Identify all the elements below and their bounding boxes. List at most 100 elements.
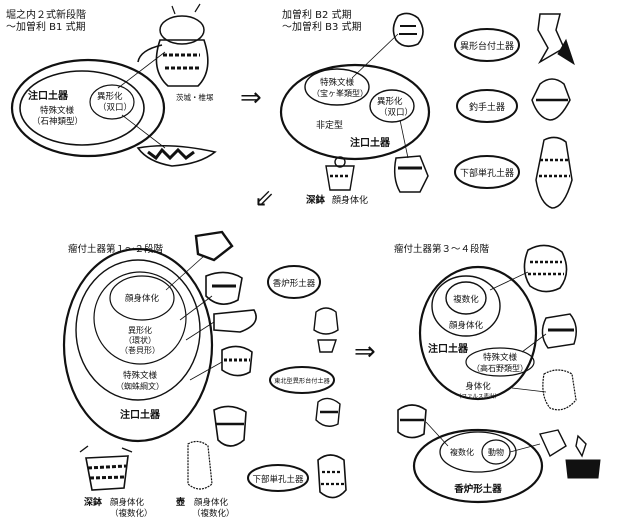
panel-tr-title-1: 加曽利 B2 式期 (282, 8, 352, 21)
tr-special-label-1: 特殊文様 (320, 77, 355, 88)
br-outer-label: 注口土器 (428, 342, 469, 355)
tl-inner-label-1: 特殊文様 (40, 105, 75, 116)
panel-tl-title-2: 〜加曽利 B1 式期 (6, 20, 86, 33)
bl-bottom-pots-illustration (79, 440, 213, 491)
bl-face-ellipse (109, 275, 175, 321)
bl-bottom-b-2: 顔身体化 (194, 497, 229, 508)
tr-outer-ellipse (279, 63, 431, 161)
arrow-down-left: ⇙ (254, 184, 274, 212)
bl-special-label-1: 特殊文様 (123, 370, 158, 381)
bl-pots-illustration (194, 230, 257, 447)
tl-outer-ellipse (10, 58, 166, 158)
bl-variant-label-3: （巻貝形） (120, 345, 160, 355)
br-sub-ellipse (439, 431, 517, 473)
br-outer-ellipse (418, 265, 538, 401)
bl-variant-ellipse (93, 271, 187, 365)
panel-br-title: 瘤付土器第３〜４段階 (394, 243, 490, 255)
br-sub2-label: 動物 (488, 447, 504, 457)
tr-box-2-label: 釣手土器 (469, 101, 505, 113)
bl-connector-2 (179, 295, 213, 321)
bl-connector-1 (165, 255, 205, 291)
tl-pot-top-illustration (137, 3, 209, 87)
panel-bl-title: 瘤付土器第１〜２段階 (68, 243, 164, 255)
arrow-right-bottom: ⇒ (354, 337, 376, 367)
bl-outer-ellipse (62, 247, 214, 443)
tr-pot-bottom-illustration (393, 155, 429, 193)
panel-tl-title-1: 堀之内２式新段階 (6, 8, 86, 21)
tr-pot-top-illustration (392, 12, 424, 48)
br-connector-4 (425, 421, 449, 447)
br-special-label-1: 特殊文様 (483, 352, 518, 363)
tr-small-ellipse (369, 89, 415, 123)
tr-connector-1 (351, 33, 399, 79)
br-body-label-1: 身体化 (465, 381, 491, 392)
bl-box-2 (269, 366, 335, 394)
bl-connector-4 (189, 361, 223, 381)
tl-outer-label: 注口土器 (28, 89, 69, 102)
tr-box-2 (456, 89, 518, 123)
bl-outer-label: 注口土器 (120, 408, 161, 421)
tl-inner-ellipse (19, 70, 145, 146)
panel-bottom-right: 瘤付土器第３〜４段階 複数化 顔身体化 注口土器 特殊文様 （高石野類型） 身体… (394, 243, 601, 504)
panel-top-right: 加曽利 B2 式期 〜加曽利 B3 式期 特殊文様 （宝ヶ峯類型） 異形化 （双… (279, 8, 575, 209)
tr-right-pots-illustration (531, 13, 575, 209)
br-incense-ellipse (412, 428, 544, 504)
bl-right-pots-illustration (313, 307, 347, 499)
bl-box-3-label: 下部単孔土器 (252, 474, 304, 485)
tr-outer-label: 注口土器 (350, 136, 391, 149)
br-face-label: 顔身体化 (449, 320, 484, 331)
tr-box-1 (454, 28, 520, 62)
tr-special-label-2: （宝ヶ峯類型） (312, 88, 368, 98)
bl-bottom-a-2: 顔身体化 (110, 497, 145, 508)
br-incense-label: 香炉形土器 (453, 483, 502, 495)
bl-box-1-label: 香炉形土器 (273, 278, 316, 289)
br-inner-ellipse (445, 281, 487, 315)
tl-connector-2 (121, 114, 166, 149)
bl-bottom-a-1: 深鉢 (84, 496, 103, 508)
br-body-label-2: （ファルス表出） (456, 392, 500, 400)
bl-box-3 (247, 464, 309, 492)
panel-bottom-left: 瘤付土器第１〜２段階 顔身体化 異形化 （環状） （巻貝形） 特殊文様 （蜘蛛綱… (62, 230, 347, 519)
tl-inner-label-2: （石神類型） (32, 116, 83, 127)
tr-special-ellipse (304, 68, 370, 106)
bl-box-2-label: 東北型異形台付土器 (274, 377, 330, 385)
bl-special-label-2: （蜘蛛綱文） (116, 381, 164, 391)
br-connector-3 (511, 387, 547, 393)
panel-tr-title-2: 〜加曽利 B3 式期 (282, 20, 362, 33)
bl-variant-label-1: 異形化 (128, 325, 152, 335)
arrow-right-top: ⇒ (240, 83, 262, 113)
panel-top-left: 堀之内２式新段階 〜加曽利 B1 式期 注口土器 特殊文様 （石神類型） 異形化… (6, 3, 217, 167)
tr-deep-bowl-illustration (325, 156, 355, 191)
bl-special-ellipse (75, 259, 201, 401)
br-sub1-label: 複数化 (450, 447, 474, 457)
tl-small-label-2: （双口） (98, 102, 132, 113)
br-connector-1 (489, 271, 529, 291)
br-connector-2 (521, 333, 547, 353)
br-pots-illustration (397, 244, 601, 479)
bl-connector-3 (185, 321, 215, 341)
br-special-ellipse (465, 347, 535, 377)
tr-small-label-1: 異形化 (377, 96, 403, 107)
tl-pot-bottom-illustration (136, 144, 217, 167)
br-face-ellipse (431, 275, 501, 337)
bl-bottom-b-1: 壺 (176, 496, 185, 508)
tl-small-label-1: 異形化 (97, 91, 123, 102)
bl-face-label: 顔身体化 (125, 293, 160, 304)
br-connector-5 (509, 443, 541, 453)
tr-box-3 (454, 155, 520, 189)
tr-bottom-label-2: 顔身体化 (332, 194, 368, 206)
tr-box-3-label: 下部単孔土器 (460, 167, 514, 179)
tr-small-label-2: （双口） (379, 107, 413, 118)
tl-small-ellipse (89, 84, 135, 120)
tr-bottom-label-1: 深鉢 (306, 194, 326, 206)
tr-connector-2 (399, 119, 409, 159)
bl-bottom-a-3: （複数化） (110, 508, 153, 519)
bl-bottom-b-3: （複数化） (192, 508, 235, 519)
bl-box-1 (267, 265, 321, 299)
tl-connector-1 (117, 51, 166, 89)
bl-variant-label-2: （環状） (124, 335, 156, 345)
br-inner-label: 複数化 (453, 294, 479, 305)
tl-pot-caption: 茨城・椎塚 (176, 92, 214, 102)
br-special-label-2: （高石野類型） (472, 363, 528, 373)
